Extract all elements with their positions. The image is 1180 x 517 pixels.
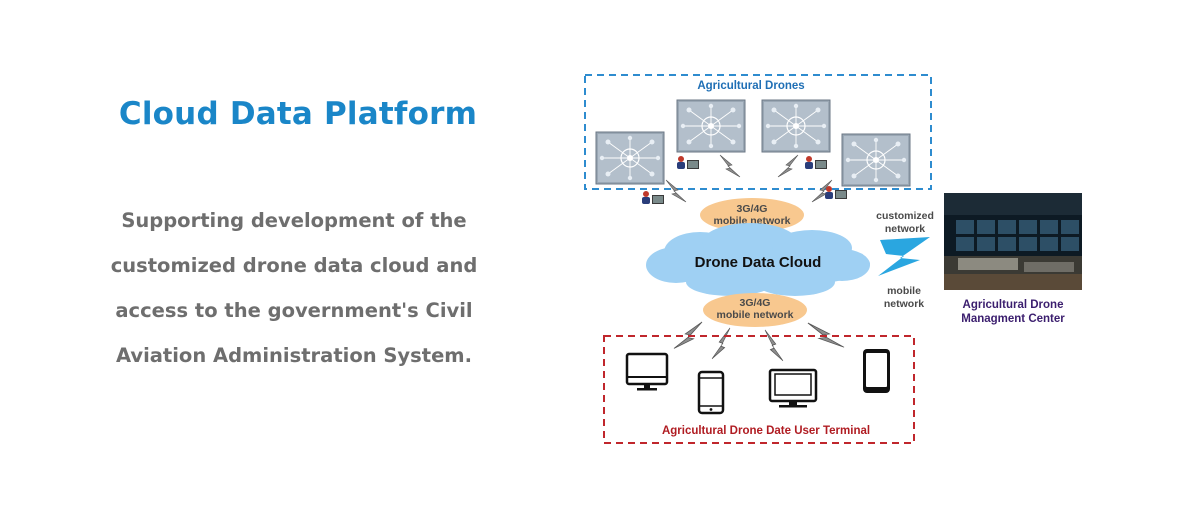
drones-group-label: Agricultural Drones <box>697 80 804 92</box>
upper-network-line2: mobile network <box>713 215 790 227</box>
cloud-label: Drone Data Cloud <box>695 254 822 271</box>
wireless-link-icon <box>719 154 741 178</box>
upper-network-line1: 3G/4G <box>737 203 768 215</box>
lower-network-line1: 3G/4G <box>740 297 771 309</box>
wireless-link-icon <box>777 154 799 178</box>
center-label-line2: Managment Center <box>961 313 1065 325</box>
terminal-group-label: Agricultural Drone Date User Terminal <box>662 425 870 437</box>
lower-network-pill <box>703 293 807 327</box>
tablet-icon <box>863 349 890 393</box>
mobile-network-line2: network <box>884 298 924 310</box>
center-label-line1: Agricultural Drone <box>963 299 1064 311</box>
operator-icon <box>825 186 847 199</box>
drones-group-box <box>584 74 932 190</box>
drone-network-image <box>676 99 746 153</box>
operator-icon <box>677 156 699 169</box>
description-line: Supporting development of the <box>121 209 467 232</box>
operator-icon <box>642 191 664 204</box>
lower-network-line2: mobile network <box>716 309 793 321</box>
description-line: access to the government's Civil <box>115 299 473 322</box>
customized-network-line2: network <box>885 223 925 235</box>
drone-network-image <box>761 99 831 153</box>
drone-network-image <box>841 133 911 187</box>
cloud-shape <box>646 223 870 296</box>
desktop-computer-icon <box>768 368 818 408</box>
description-line: Aviation Administration System. <box>115 344 473 367</box>
wireless-link-icon <box>665 179 687 203</box>
lightning-icon <box>878 237 930 276</box>
mobile-network-line1: mobile <box>887 285 921 297</box>
left-panel: Cloud Data Platform Supporting developme… <box>100 96 488 378</box>
terminal-group-box <box>603 335 915 444</box>
wireless-link-icon <box>764 329 784 362</box>
smartphone-icon <box>697 370 725 415</box>
operator-icon <box>805 156 827 169</box>
upper-network-pill <box>700 198 804 232</box>
description-line: customized drone data cloud and <box>110 254 478 277</box>
customized-network-line1: customized <box>876 210 934 222</box>
network-diagram: Agricultural Drones 3G/4G mobile network… <box>584 74 1082 444</box>
management-center-photo <box>944 193 1082 290</box>
wireless-link-icon <box>711 327 731 360</box>
monitor-icon <box>625 352 669 391</box>
description: Supporting development of the customized… <box>100 198 488 378</box>
page-title: Cloud Data Platform <box>118 96 478 132</box>
drone-network-image <box>595 131 665 185</box>
